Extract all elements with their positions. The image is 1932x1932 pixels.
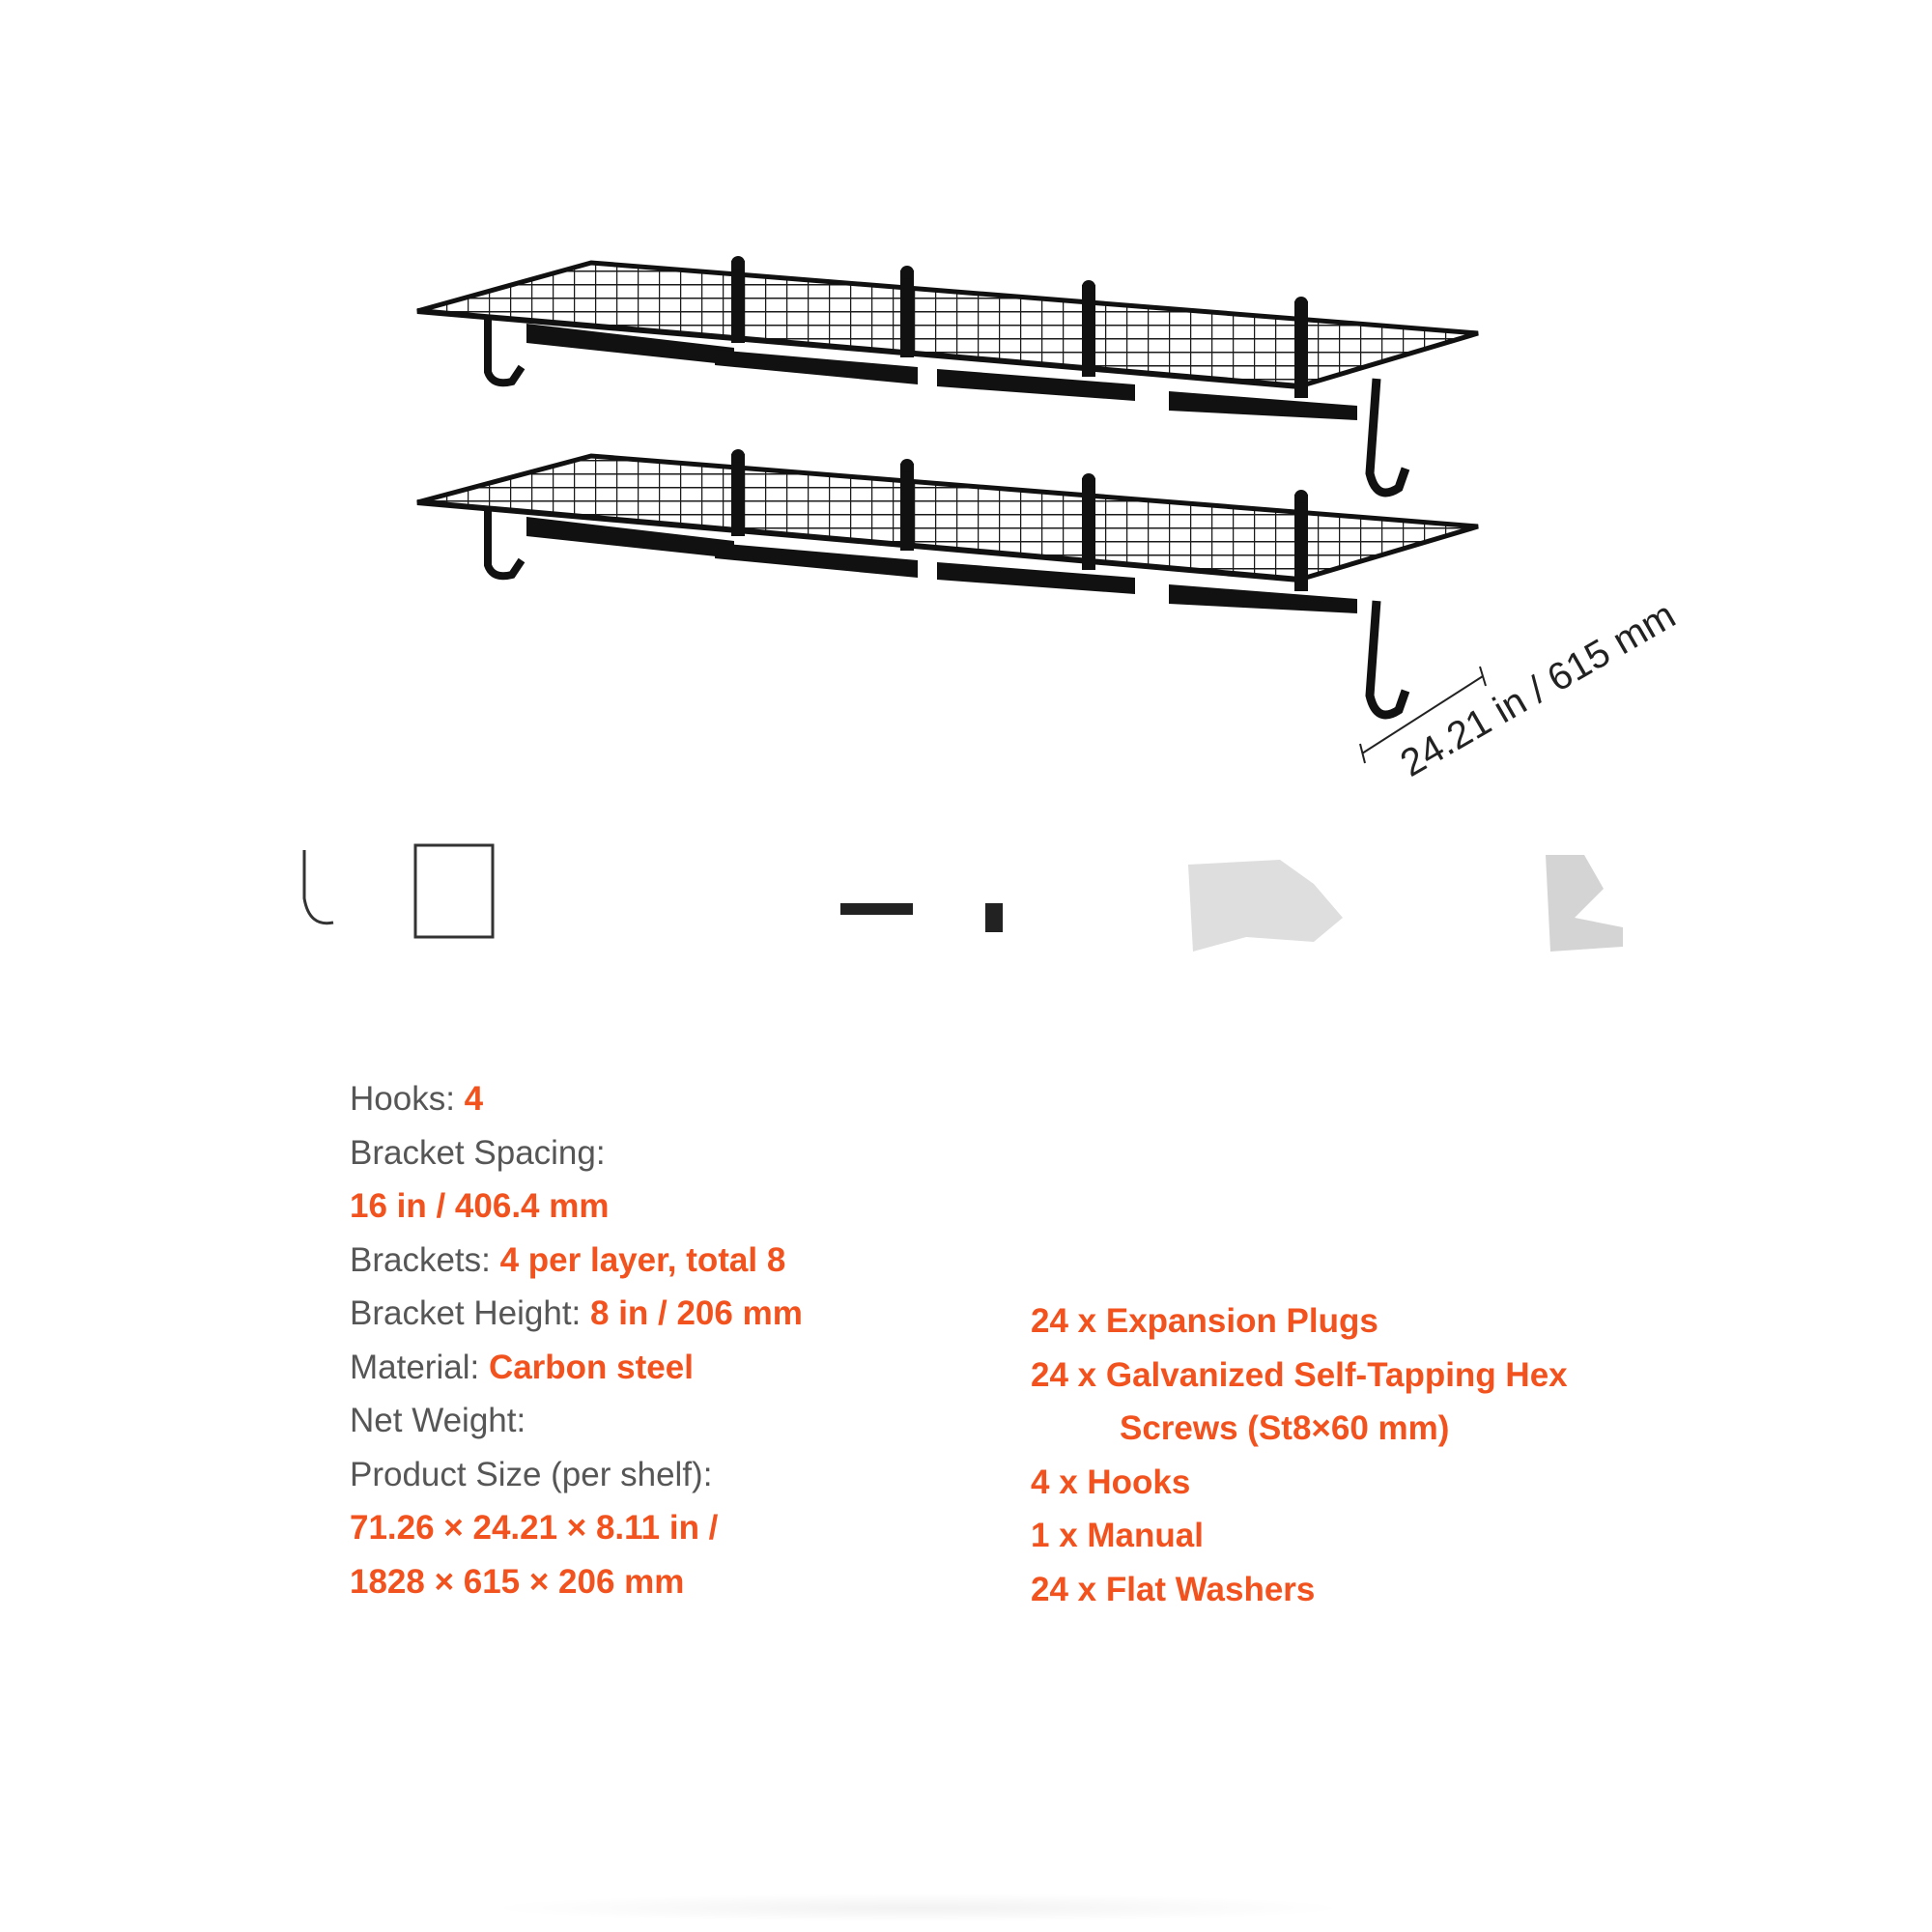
bottom-shadow [483, 1893, 1352, 1922]
detail-thumbnails [302, 843, 1623, 952]
spec-row-bracket-spacing-value: 16 in / 406.4 mm [350, 1179, 1026, 1234]
package-item-flat-washers: 24 x Flat Washers [1031, 1570, 1316, 1608]
bracket-detail-thumbnail [840, 903, 1003, 932]
hook-detail-thumbnail [302, 843, 495, 939]
depth-dimension: 24.21 in / 615 mm [1359, 594, 1683, 785]
product-illustration: 24.21 in / 615 mm [416, 256, 1683, 785]
specifications-list: Hooks: 4 Bracket Spacing: 16 in / 406.4 … [350, 1072, 1026, 1608]
spec-value: 71.26 × 24.21 × 8.11 in / [350, 1509, 719, 1547]
spec-label: Bracket Spacing: [350, 1133, 606, 1172]
spec-value: 4 [464, 1080, 484, 1118]
installation-detail-thumbnail [1188, 860, 1343, 952]
spec-row-brackets: Brackets: 4 per layer, total 8 [350, 1234, 1026, 1288]
package-contents-list: 24 x Expansion Plugs 24 x Galvanized Sel… [1031, 1294, 1610, 1616]
spec-row-product-size-inches: 71.26 × 24.21 × 8.11 in / [350, 1501, 1026, 1555]
spec-row-bracket-spacing: Bracket Spacing: [350, 1126, 1026, 1180]
spec-label: Material: [350, 1348, 489, 1386]
lower-wire-shelf [416, 449, 1479, 720]
spec-label: Net Weight: [350, 1402, 526, 1439]
package-item-self-tapping-screws: 24 x Galvanized Self-Tapping Hex [1031, 1355, 1568, 1394]
spec-row-hooks: Hooks: 4 [350, 1072, 1026, 1126]
spec-row-product-size-mm: 1828 × 615 × 206 mm [350, 1555, 1026, 1609]
upper-wire-shelf [416, 256, 1479, 497]
spec-value: 4 per layer, total 8 [499, 1240, 786, 1279]
spec-value: 1828 × 615 × 206 mm [350, 1562, 685, 1601]
spec-label: Bracket Height: [350, 1294, 590, 1332]
spec-row-net-weight: Net Weight: [350, 1394, 1026, 1448]
package-item-hooks: 4 x Hooks [1031, 1463, 1191, 1501]
spec-value: 16 in / 406.4 mm [350, 1187, 610, 1225]
spec-value: 8 in / 206 mm [590, 1294, 803, 1332]
spec-label: Brackets: [350, 1240, 500, 1279]
spec-value: Carbon steel [488, 1348, 694, 1386]
package-item-expansion-plugs: 24 x Expansion Plugs [1031, 1302, 1378, 1340]
spec-label: Product Size (per shelf): [350, 1455, 713, 1493]
spec-row-product-size: Product Size (per shelf): [350, 1448, 1026, 1502]
package-item-manual: 1 x Manual [1031, 1517, 1204, 1554]
spec-row-material: Material: Carbon steel [350, 1341, 1026, 1395]
package-item-self-tapping-screws-size: Screws (St8×60 mm) [1120, 1409, 1450, 1447]
shelf-corner-thumbnail [1546, 855, 1623, 952]
depth-dimension-label: 24.21 in / 615 mm [1394, 594, 1683, 785]
spec-label: Hooks: [350, 1080, 465, 1118]
spec-row-bracket-height: Bracket Height: 8 in / 206 mm [350, 1287, 1026, 1341]
